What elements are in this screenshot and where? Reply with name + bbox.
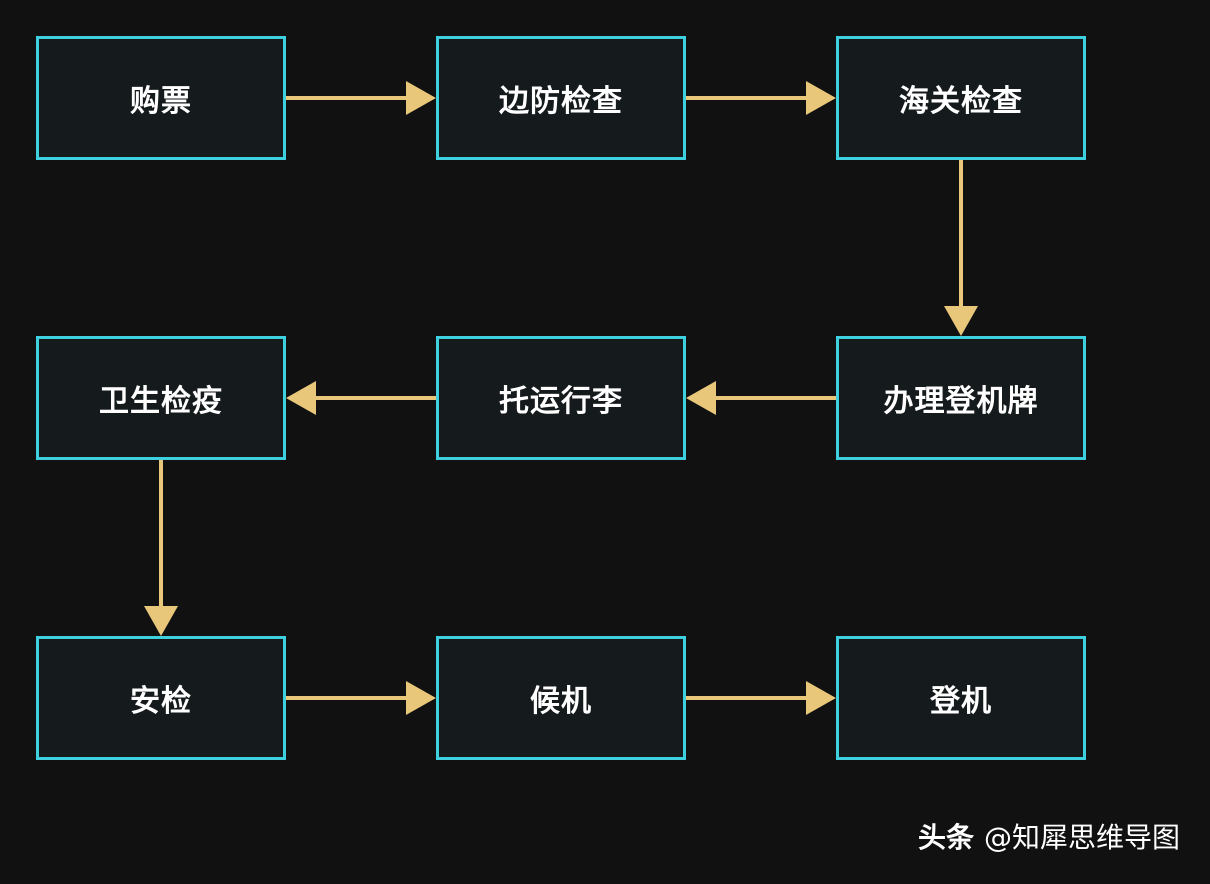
edge-arrow bbox=[686, 381, 836, 415]
watermark: 头条 @知犀思维导图 bbox=[918, 816, 1180, 856]
node-buy-ticket: 购票 bbox=[36, 36, 286, 160]
node-health-quarantine: 卫生检疫 bbox=[36, 336, 286, 460]
edge-arrow bbox=[686, 681, 836, 715]
arrowhead-icon bbox=[406, 681, 436, 715]
node-boarding: 登机 bbox=[836, 636, 1086, 760]
watermark-handle: @知犀思维导图 bbox=[983, 821, 1180, 854]
arrowhead-icon bbox=[286, 381, 316, 415]
edge-arrow bbox=[286, 381, 436, 415]
arrowhead-icon bbox=[806, 81, 836, 115]
watermark-brand: 头条 bbox=[917, 821, 974, 854]
node-security-check: 安检 bbox=[36, 636, 286, 760]
arrowhead-icon bbox=[406, 81, 436, 115]
arrowhead-icon bbox=[806, 681, 836, 715]
arrowhead-icon bbox=[144, 606, 178, 636]
edge-arrow bbox=[144, 460, 178, 636]
edge-arrow bbox=[286, 681, 436, 715]
edge-arrow bbox=[686, 81, 836, 115]
node-customs-inspection: 海关检查 bbox=[836, 36, 1086, 160]
node-baggage-checkin: 托运行李 bbox=[436, 336, 686, 460]
edge-arrow bbox=[286, 81, 436, 115]
node-border-inspection: 边防检查 bbox=[436, 36, 686, 160]
node-waiting: 候机 bbox=[436, 636, 686, 760]
node-boarding-pass: 办理登机牌 bbox=[836, 336, 1086, 460]
arrowhead-icon bbox=[686, 381, 716, 415]
arrowhead-icon bbox=[944, 306, 978, 336]
edge-arrow bbox=[944, 160, 978, 336]
